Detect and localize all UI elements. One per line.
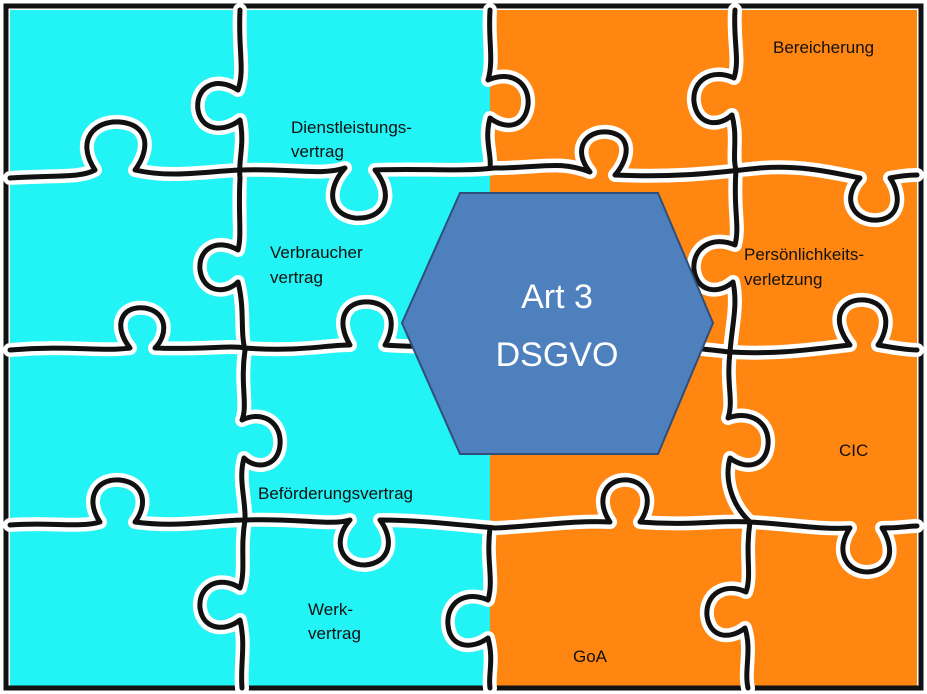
label-goa: GoA bbox=[573, 647, 608, 666]
label-persoenlichkeit-2: verletzung bbox=[744, 270, 822, 289]
label-verbraucher-2: vertrag bbox=[270, 268, 323, 287]
label-dienstleistung-2: vertrag bbox=[291, 142, 344, 161]
label-verbraucher-1: Verbraucher bbox=[270, 243, 363, 262]
label-werk-1: Werk- bbox=[308, 600, 353, 619]
center-hexagon bbox=[400, 192, 715, 455]
label-werk-2: vertrag bbox=[308, 624, 361, 643]
label-persoenlichkeit-1: Persönlichkeits- bbox=[744, 245, 864, 264]
label-bereicherung: Bereicherung bbox=[773, 38, 874, 57]
label-befoerderung: Beförderungsvertrag bbox=[258, 484, 413, 503]
hexagon-line-2: DSGVO bbox=[496, 336, 619, 374]
hexagon-line-1: Art 3 bbox=[521, 278, 593, 316]
label-cic: CIC bbox=[839, 441, 868, 460]
label-dienstleistung-1: Dienstleistungs- bbox=[291, 118, 412, 137]
